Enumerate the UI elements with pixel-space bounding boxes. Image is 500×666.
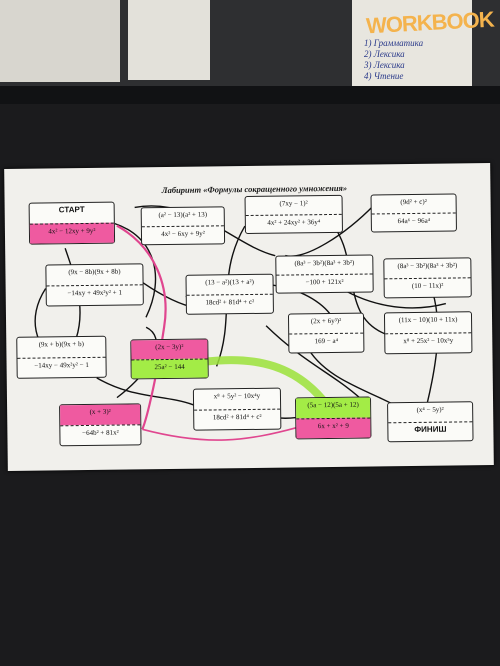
maze-box: (8a³ − 3b²)(8a³ + 3b²) −100 + 121x² xyxy=(275,254,374,294)
box-bottom-expression: 6x + x² + 9 xyxy=(296,417,371,439)
maze-box-finish: (x⁴ − 5y)² ФИНИШ xyxy=(387,401,474,443)
box-bottom-expression: 25a² − 144 xyxy=(131,358,208,379)
box-bottom-expression: (10 − 11x)² xyxy=(384,277,471,298)
box-top-expression: (5a − 12)(5a + 12) xyxy=(295,397,371,419)
maze-box: (7xy − 1)² 4x² + 24xy² + 36y⁴ xyxy=(244,194,343,235)
maze-box: (9x + b)(9x + b) −14xy − 49x²y² − 1 xyxy=(16,335,107,379)
box-bottom-expression: 4x² − 12xy + 9y² xyxy=(29,222,115,244)
maze-box: (13 − a²)(13 + a²) 18cd² + 81d⁴ + c² xyxy=(185,273,274,315)
box-bottom-expression: 18cd² + 81d⁴ + c² xyxy=(194,408,281,430)
maze-box: x⁸ + 5y² − 10x⁴y 18cd² + 81d⁴ + c² xyxy=(192,387,282,431)
box-top-expression: (8a³ − 3b²)(8a³ + 3b²) xyxy=(294,258,355,268)
box-top-expression: (8a³ − 3b²)(8a³ + 3b²) xyxy=(397,261,458,271)
box-top-expression: (x + 3)² xyxy=(60,404,141,426)
box-top-expression: (2x + 6y³)² xyxy=(310,316,342,326)
box-top-expression: (9d² + c)² xyxy=(400,197,427,207)
background-notebook xyxy=(352,0,472,88)
notebook-lines: 1) Грамматика 2) Лексика 3) Лексика 4) Ч… xyxy=(364,38,423,82)
notebook-line: 4) Чтение xyxy=(364,71,404,81)
worksheet: Лабиринт «Формулы сокращенного умножения… xyxy=(4,163,494,471)
box-top-expression: x⁸ + 5y² − 10x⁴y xyxy=(213,391,261,401)
box-bottom-expression: −14xy + 49x²y² + 1 xyxy=(46,284,143,306)
desk-edge xyxy=(0,86,500,104)
finish-label: ФИНИШ xyxy=(388,421,473,442)
box-bottom-expression: x⁸ + 25x² − 10x⁵y xyxy=(385,332,472,354)
box-bottom-expression: 18cd² + 81d⁴ + c² xyxy=(186,293,273,314)
box-top-expression: (x⁴ − 5y)² xyxy=(416,405,444,414)
maze-box-start: СТАРТ 4x² − 12xy + 9y² xyxy=(28,201,116,245)
notebook-line: 1) Грамматика xyxy=(364,38,424,48)
pink-marker-path xyxy=(142,426,298,441)
box-bottom-expression: 4x² + 24xy² + 36y⁴ xyxy=(245,213,342,234)
start-label: СТАРТ xyxy=(58,205,85,215)
pink-marker-path xyxy=(116,224,167,430)
maze-box: (2x + 6y³)² 169 − a⁴ xyxy=(287,312,365,354)
box-top-expression: (9x − 8b)(9x + 8b) xyxy=(68,267,121,277)
green-marker-path xyxy=(206,356,331,408)
background-poster xyxy=(0,0,120,82)
box-top-expression: (11x − 10)(10 + 11x) xyxy=(398,315,458,325)
box-top-expression: (2x − 3y)² xyxy=(131,339,208,360)
maze-box: (11x − 10)(10 + 11x) x⁸ + 25x² − 10x⁵y xyxy=(383,311,473,355)
maze-box: (9x − 8b)(9x + 8b) −14xy + 49x²y² + 1 xyxy=(45,263,144,307)
maze-path xyxy=(265,325,368,406)
box-top-expression: (a² − 13)(a² + 13) xyxy=(158,210,208,220)
maze-box: (2x − 3y)² 25a² − 144 xyxy=(130,338,209,380)
notebook-line: 3) Лексика xyxy=(364,60,405,70)
box-bottom-expression: −100 + 121x² xyxy=(276,273,373,293)
box-top-expression: (7xy − 1)² xyxy=(279,199,308,208)
maze-box: (5a − 12)(5a + 12) 6x + x² + 9 xyxy=(294,396,372,440)
notebook-line: 2) Лексика xyxy=(364,49,405,59)
maze-box: (8a³ − 3b²)(8a³ + 3b²) (10 − 11x)² xyxy=(383,257,472,299)
box-bottom-expression: 169 − a⁴ xyxy=(289,332,364,353)
maze-box: (x + 3)² −64b² + 81x² xyxy=(59,403,142,447)
box-top-expression: (9x + b)(9x + b) xyxy=(38,340,84,349)
box-bottom-expression: 64a⁶ − 96a⁴ xyxy=(371,212,456,232)
box-bottom-expression: 4x² − 6xy + 9y² xyxy=(141,225,225,245)
maze-box: (a² − 13)(a² + 13) 4x² − 6xy + 9y² xyxy=(140,206,226,246)
background-paper xyxy=(128,0,210,80)
box-top-expression: (13 − a²)(13 + a²) xyxy=(205,277,254,287)
box-bottom-expression: −14xy − 49x²y² − 1 xyxy=(17,356,106,378)
box-bottom-expression: −64b² + 81x² xyxy=(60,424,141,446)
maze-box: (9d² + c)² 64a⁶ − 96a⁴ xyxy=(370,193,457,233)
